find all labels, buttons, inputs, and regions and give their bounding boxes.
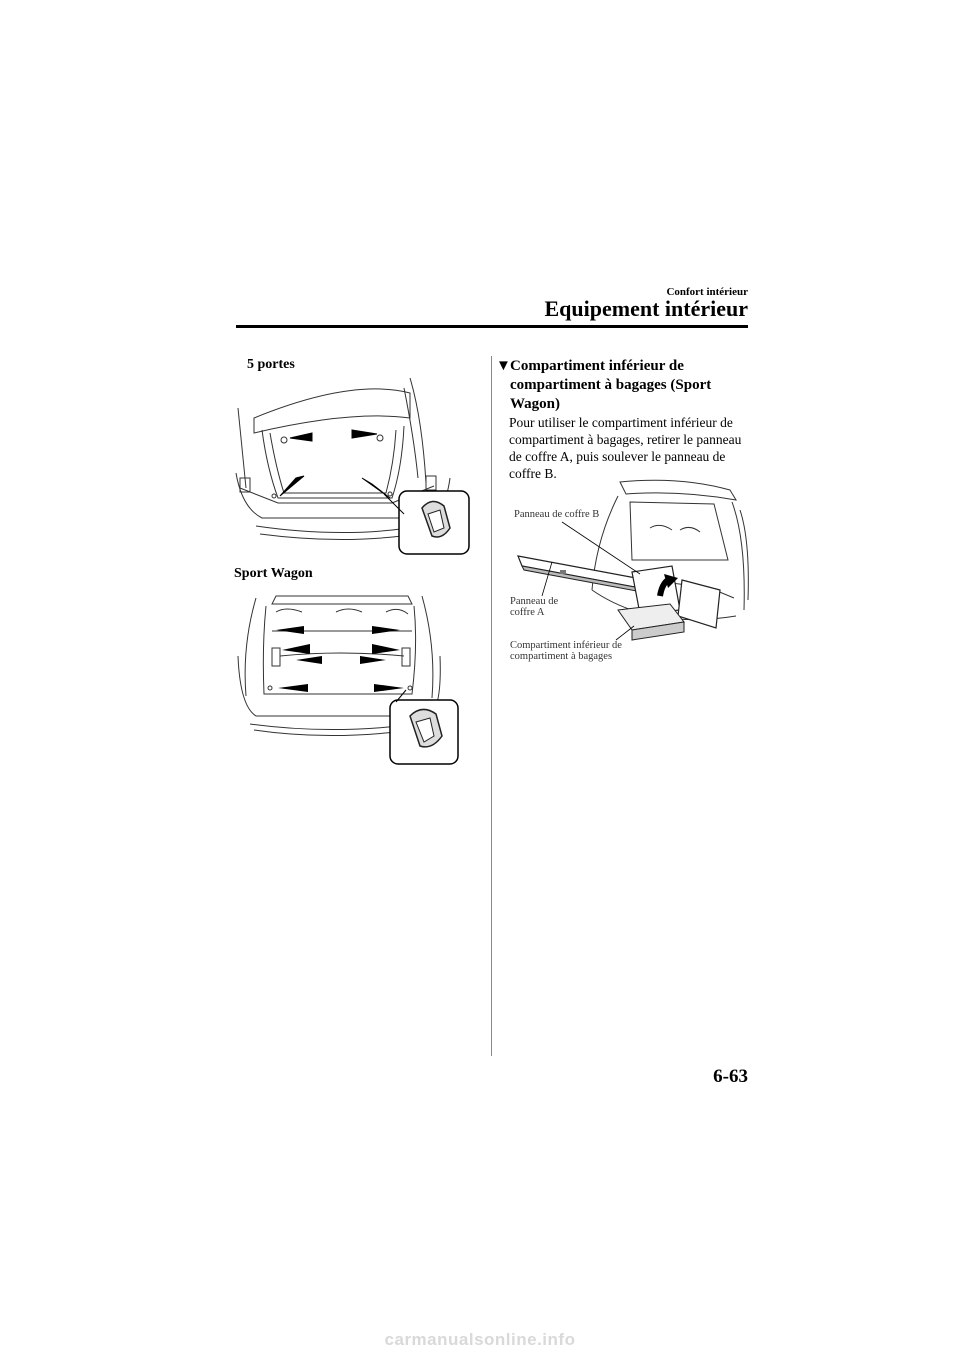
column-divider (491, 356, 492, 1056)
body-paragraph: Pour utiliser le compartiment inférieur … (509, 415, 742, 481)
hatchback-trunk-illustration (235, 377, 470, 555)
label-compartiment-line2: compartiment à bagages (510, 651, 613, 662)
label-panneau-a: Panneau de coffre A (510, 596, 558, 618)
header-rule (236, 325, 748, 328)
section-title: Confort intérieur (666, 286, 748, 298)
label-compartiment: Compartiment inférieur de compartiment à… (510, 640, 622, 662)
triangle-marker-icon: ▼ (496, 358, 511, 374)
heading-text: Compartiment inférieur de compartiment à… (510, 358, 712, 412)
label-panneau-b: Panneau de coffre B (514, 509, 600, 520)
luggage-compartment-illustration (517, 479, 749, 641)
caption-5-portes: 5 portes (247, 357, 295, 372)
caption-sport-wagon: Sport Wagon (234, 566, 313, 581)
watermark: carmanualsonline.info (384, 1330, 576, 1349)
label-compartiment-line1: Compartiment inférieur de (510, 640, 622, 651)
label-panneau-a-line2: coffre A (510, 607, 545, 618)
label-panneau-a-line1: Panneau de (510, 596, 559, 607)
sport-wagon-trunk-illustration (237, 595, 459, 765)
page-number: 6-63 (713, 1066, 748, 1087)
page-title: Equipement intérieur (544, 296, 749, 321)
section-heading: ▼ Compartiment inférieur de compartiment… (496, 357, 760, 414)
